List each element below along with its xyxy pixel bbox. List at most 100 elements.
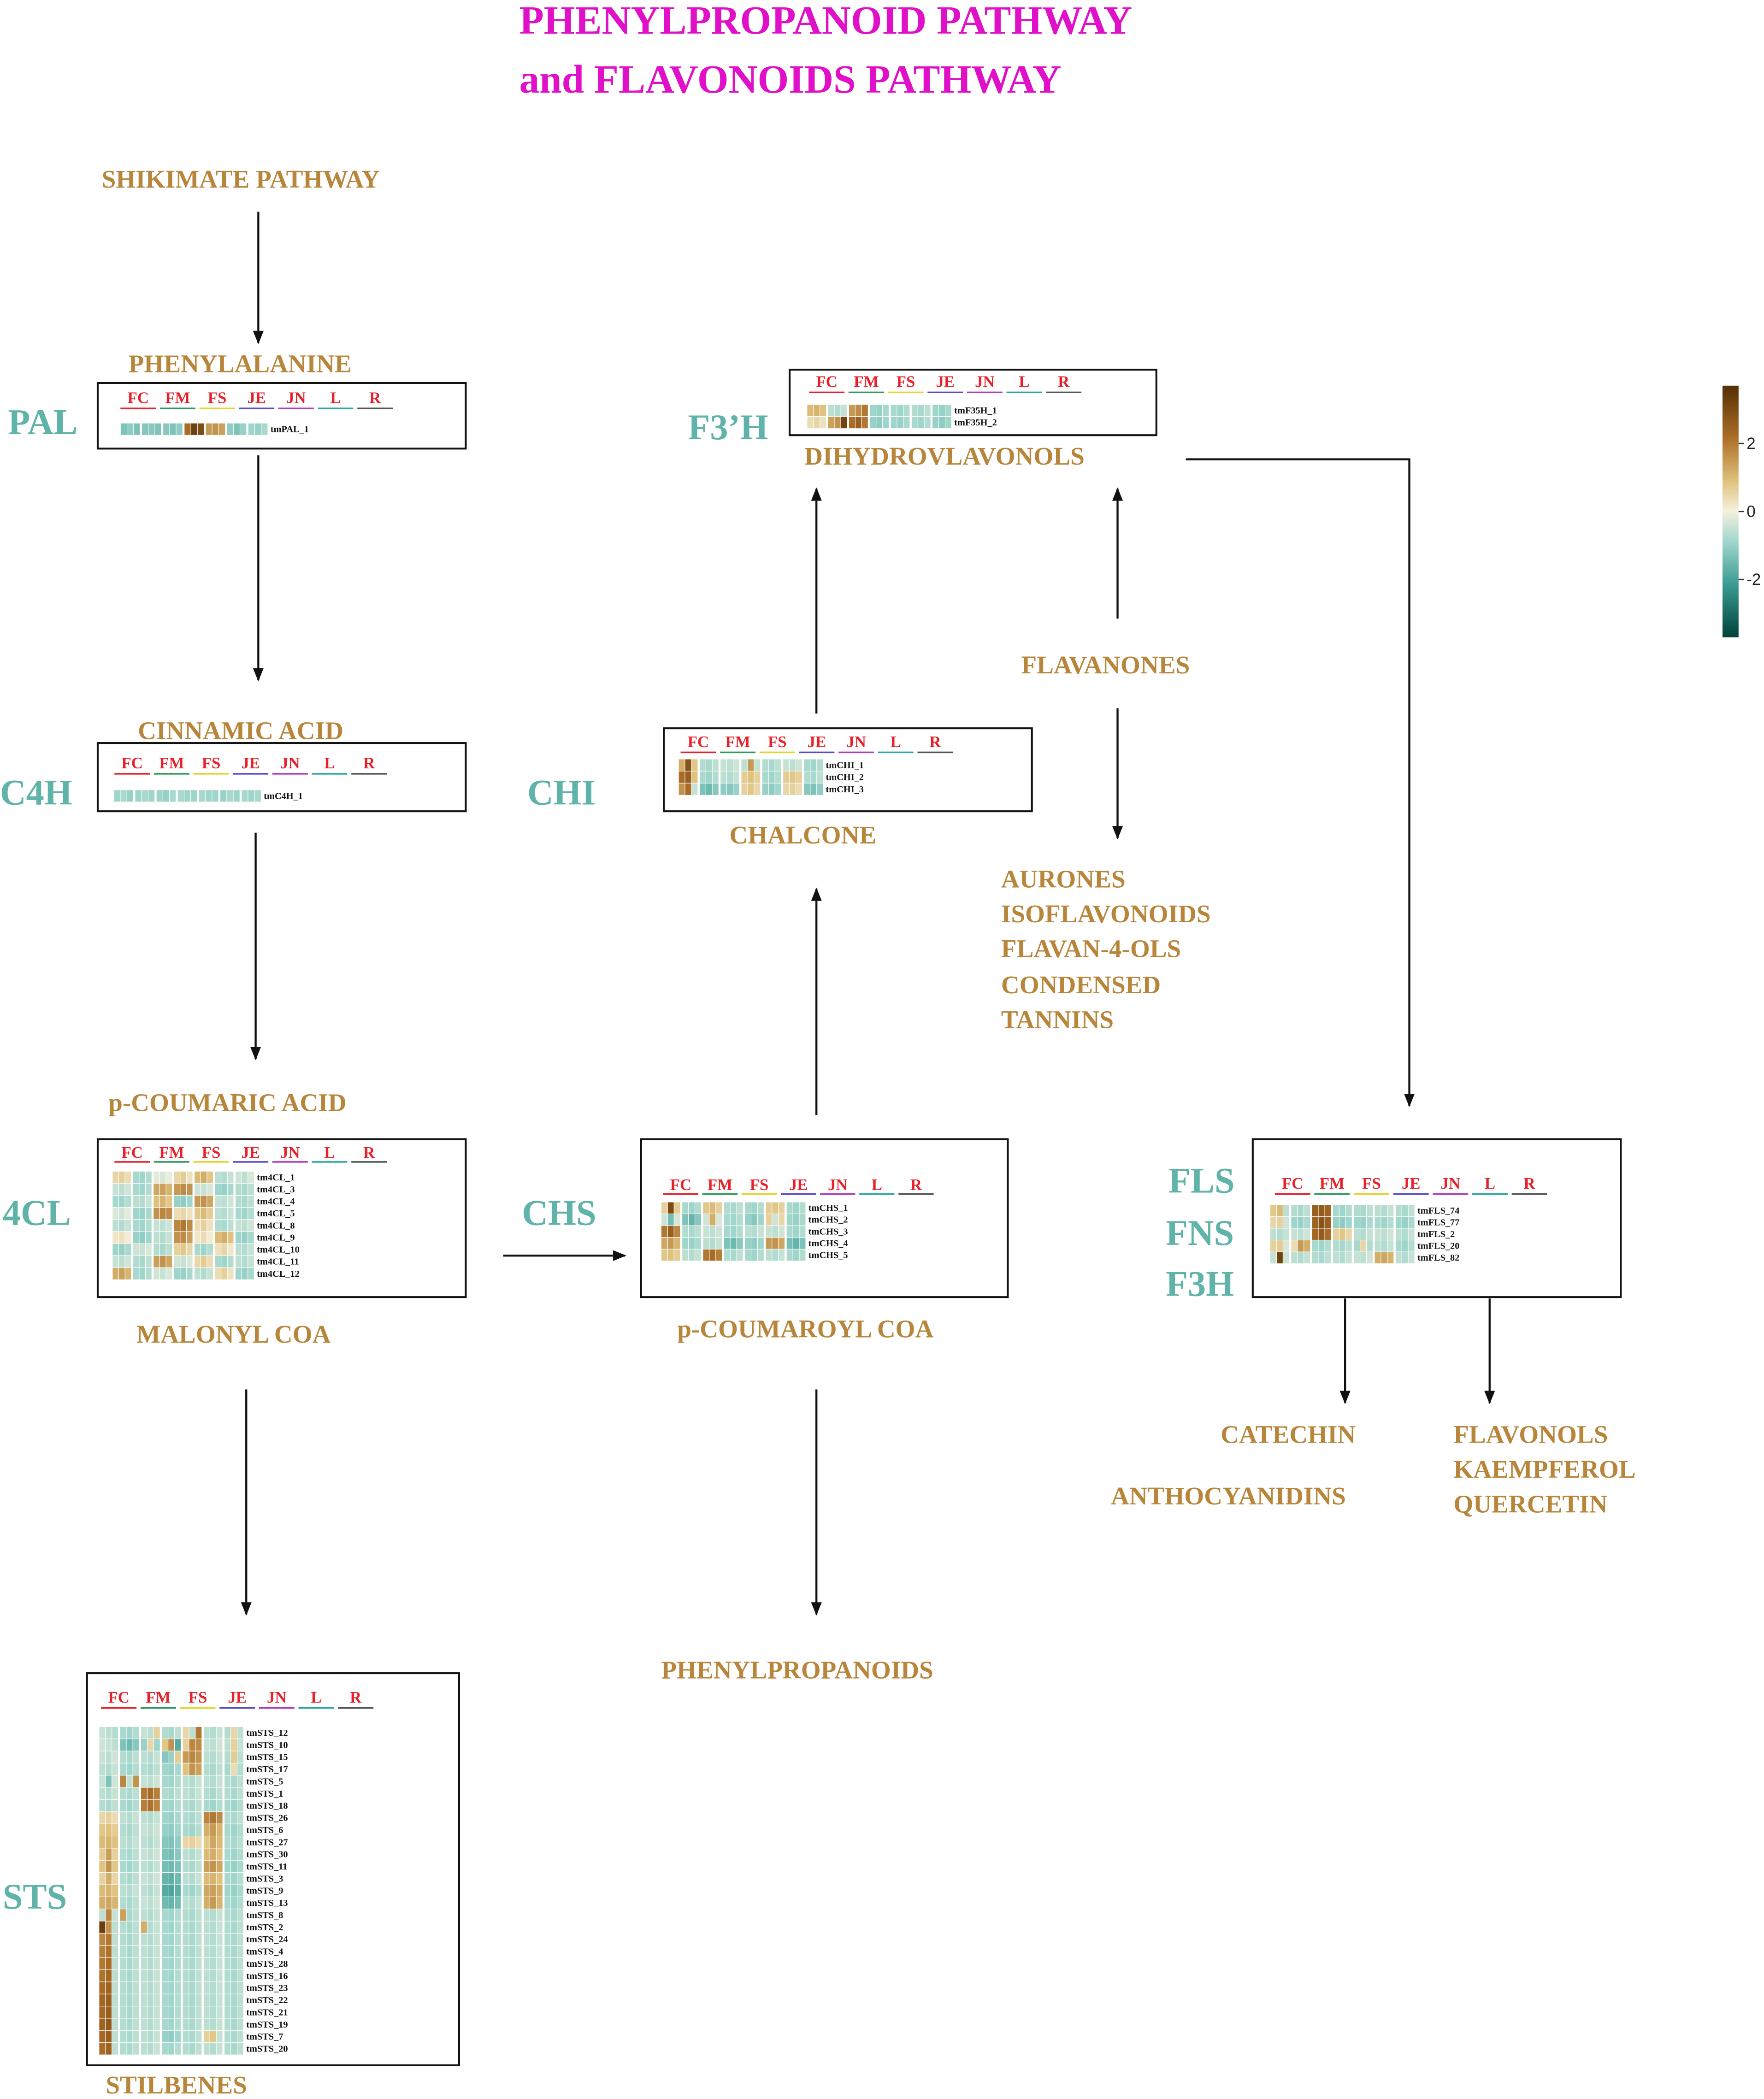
heatmap-cell [209,1945,217,1958]
label-aurones: AURONES [1001,865,1126,893]
heatmap-cell [119,1799,127,1812]
tissue-label-fc: FC [122,754,143,772]
heatmap-cell [723,1214,731,1226]
heatmap-cell [145,1267,152,1280]
label-phenylpropanoids: PHENYLPROPANOIDS [661,1656,933,1684]
heatmap-cell [820,404,827,417]
heatmap-cell [161,2018,169,2031]
heatmap-cell [195,1957,202,1970]
heatmap-cell [227,1267,234,1280]
heatmap-row-label: tmSTS_24 [246,1934,288,1945]
heatmap-cell [230,1775,238,1788]
heatmap-cell [209,2042,217,2055]
heatmap-cell [99,1787,106,1800]
tissue-label-jn: JN [280,754,300,772]
heatmap-cell [237,1981,244,1994]
tissue-label-je: JE [1402,1174,1421,1192]
heatmap-cell [182,1799,189,1812]
heatmap-cell [1297,1251,1304,1264]
heatmap-cell [194,1231,201,1244]
heatmap-cell [132,1255,140,1268]
heatmap-cell [161,1909,169,1922]
heatmap-cell [224,1751,231,1763]
heatmap-cell [230,1957,238,1970]
heatmap-cell [165,1219,173,1232]
heatmap-cell [230,1884,238,1897]
heatmap-row-label: tmSTS_9 [246,1886,283,1896]
heatmap-cell [733,759,740,772]
heatmap-cell [209,1787,217,1800]
heatmap-cell [153,1751,160,1763]
heatmap-cell [153,1195,160,1208]
heatmap-cell [216,1836,223,1849]
heatmap-cell [189,1933,196,1946]
heatmap-cell [168,1775,175,1788]
heatmap-cell [182,1884,189,1897]
heatmap-cell [161,1726,169,1739]
heatmap-cell [1401,1216,1409,1229]
heatmap-cell [203,2042,210,2055]
heatmap-cell [99,1993,106,2007]
heatmap-cell [1345,1228,1352,1240]
heatmap-cell [1387,1204,1394,1217]
heatmap-cell [133,423,141,436]
heatmap-cell [168,1726,175,1739]
heatmap-cell [1332,1204,1339,1217]
heatmap-cell [224,1945,231,1958]
heatmap-cell [126,2042,133,2055]
tissue-label-fc: FC [816,373,838,391]
heatmap-cell [248,1243,254,1256]
heatmap-cell [147,1799,154,1812]
heatmap-cell [720,759,727,772]
heatmap-cell [139,1171,146,1184]
heatmap-cell [224,1933,231,1946]
heatmap-cell [124,1255,132,1268]
heatmap-cell [203,1787,210,1800]
heatmap-cell [140,1836,147,1849]
heatmap-cell [132,1969,140,1982]
heatmap-cell [105,1726,112,1739]
tissue-label-fs: FS [208,389,227,407]
heatmap-row-label: tmSTS_28 [246,1959,288,1969]
heatmap-row-label: tmSTS_2 [246,1922,283,1933]
heatmap-cell [237,2006,244,2019]
heatmap-row-label: tmSTS_10 [246,1740,288,1750]
heatmap-cell [174,2006,182,2019]
heatmap-cell [761,783,769,796]
heatmap-cell [203,1848,210,1861]
heatmap-cell [1360,1239,1367,1252]
heatmap-cell [1408,1239,1415,1252]
heatmap-cell [688,1249,696,1262]
heatmap-cell [174,1921,182,1934]
heatmap-cell [1395,1251,1402,1264]
heatmap-cell [206,1231,214,1244]
heatmap-cell [119,1836,127,1849]
heatmap-cell [161,1848,169,1861]
heatmap-cell [206,1267,214,1280]
heatmap-cell [99,1763,106,1776]
heatmap-cell [161,1811,169,1824]
tissue-label-l: L [1485,1174,1495,1192]
heatmap-cell [173,1171,181,1184]
heatmap-cell [1318,1204,1325,1217]
heatmap-cell [174,1945,182,1958]
heatmap-cell [195,2030,202,2043]
heatmap-cell [182,1823,189,1837]
heatmap-cell [792,1202,800,1215]
heatmap-cell [126,2018,133,2031]
heatmap-cell [799,1249,806,1262]
label-condensed: CONDENSED [1001,971,1161,999]
heatmap-cell [161,1751,169,1763]
heatmap-cell [119,1739,127,1751]
heatmap-cell [119,1763,127,1776]
heatmap-cell [173,1183,181,1196]
heatmap-cell [105,1860,112,1873]
heatmap-cell [174,2042,182,2055]
heatmap-cell [119,1896,127,1910]
heatmap-cell [799,1225,806,1238]
heatmap-cell [667,1202,674,1215]
heatmap-cell [105,1981,112,1994]
heatmap-cell [237,1811,244,1824]
heatmap-cell [168,2042,175,2055]
